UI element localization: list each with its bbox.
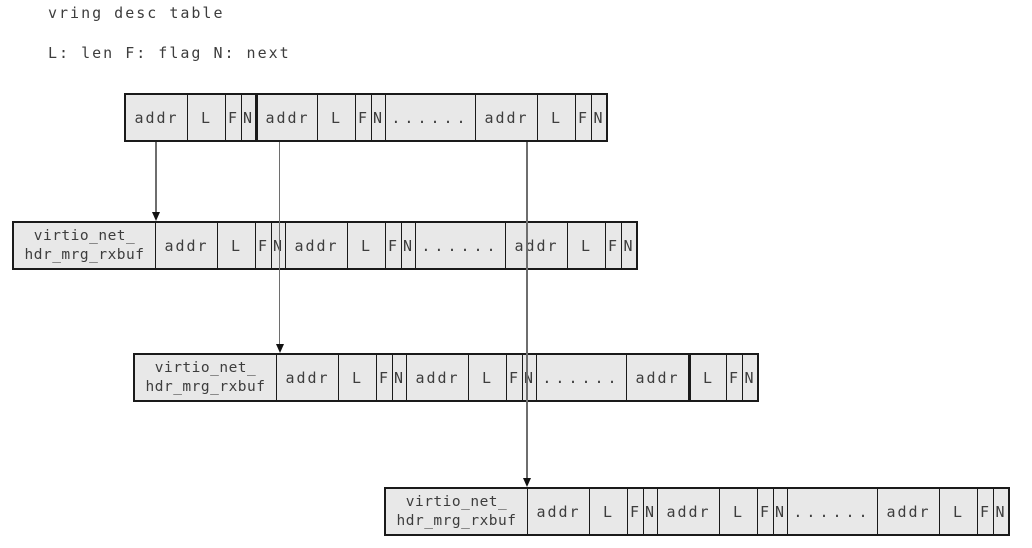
cell-flag: F bbox=[386, 223, 402, 268]
cell-addr: addr bbox=[286, 223, 348, 268]
cell-addr: addr bbox=[476, 95, 538, 140]
cell-next: N bbox=[272, 223, 286, 268]
buffer-label-line1: virtio_net_ bbox=[154, 359, 257, 376]
vring-desc-table-row: addr L F N addr L F N ...... addr L F N bbox=[124, 93, 608, 142]
cell-addr: addr bbox=[156, 223, 218, 268]
cell-len: L bbox=[689, 355, 727, 400]
cell-len: L bbox=[318, 95, 356, 140]
cell-next: N bbox=[744, 368, 756, 387]
buffer-label-line2: hdr_mrg_rxbuf bbox=[396, 512, 517, 529]
cell-ellipsis: ...... bbox=[537, 355, 627, 400]
buffer-label-line2: hdr_mrg_rxbuf bbox=[145, 378, 266, 395]
cell-flag: F bbox=[356, 95, 372, 140]
arrow-line bbox=[526, 142, 528, 481]
cell-next: N bbox=[995, 502, 1007, 521]
cell-addr: addr bbox=[407, 355, 469, 400]
cell-len: L bbox=[590, 489, 628, 534]
cell-next: N bbox=[242, 95, 256, 140]
cell-flag: F bbox=[377, 355, 393, 400]
cell-flag: F bbox=[978, 489, 994, 534]
buffer-label-line1: virtio_net_ bbox=[405, 493, 508, 510]
rx-buffer-row-3: virtio_net_ hdr_mrg_rxbuf addr L F N add… bbox=[384, 487, 1010, 536]
cell-flag: F bbox=[758, 489, 774, 534]
cell-addr: addr bbox=[506, 223, 568, 268]
cell-ellipsis: ...... bbox=[416, 223, 506, 268]
cell-len: L bbox=[188, 95, 226, 140]
arrow-head-icon bbox=[523, 478, 531, 487]
buffer-label-line2: hdr_mrg_rxbuf bbox=[24, 246, 145, 263]
cell-next: N bbox=[644, 489, 658, 534]
cell-len: L bbox=[720, 489, 758, 534]
cell-len: L bbox=[218, 223, 256, 268]
cell-len: L bbox=[339, 355, 377, 400]
rx-buffer-row-2: virtio_net_ hdr_mrg_rxbuf addr L F N add… bbox=[133, 353, 759, 402]
cell-ellipsis: ...... bbox=[386, 95, 476, 140]
diagram-title: vring desc table bbox=[48, 4, 225, 22]
cell-next: N bbox=[623, 236, 635, 255]
cell-next: N bbox=[523, 355, 537, 400]
cell-addr: addr bbox=[256, 95, 318, 140]
buffer-label: virtio_net_ hdr_mrg_rxbuf bbox=[135, 355, 277, 400]
cell-flag: F bbox=[507, 355, 523, 400]
cell-addr: addr bbox=[878, 489, 940, 534]
cell-flag: F bbox=[628, 489, 644, 534]
pointer-arrow-desc2-to-buffer2 bbox=[275, 142, 284, 353]
cell-next: N bbox=[593, 108, 605, 127]
cell-next: N bbox=[372, 95, 386, 140]
cell-len: L bbox=[348, 223, 386, 268]
cell-addr: addr bbox=[126, 95, 188, 140]
cell-next: N bbox=[774, 489, 788, 534]
cell-flag: F bbox=[727, 355, 743, 400]
cell-flag: F bbox=[606, 223, 622, 268]
cell-ellipsis: ...... bbox=[788, 489, 878, 534]
legend-text: L: len F: flag N: next bbox=[48, 44, 291, 62]
cell-addr: addr bbox=[658, 489, 720, 534]
cell-flag: F bbox=[256, 223, 272, 268]
cell-flag: F bbox=[226, 95, 242, 140]
arrow-line bbox=[155, 142, 157, 215]
cell-len: L bbox=[469, 355, 507, 400]
arrow-head-icon bbox=[152, 212, 160, 221]
arrow-line bbox=[278, 142, 281, 347]
cell-addr: addr bbox=[627, 355, 689, 400]
cell-next: N bbox=[402, 223, 416, 268]
cell-addr: addr bbox=[277, 355, 339, 400]
cell-len: L bbox=[568, 223, 606, 268]
buffer-label: virtio_net_ hdr_mrg_rxbuf bbox=[386, 489, 528, 534]
buffer-label-line1: virtio_net_ bbox=[33, 227, 136, 244]
pointer-arrow-desc3-to-buffer3 bbox=[523, 142, 532, 487]
cell-len: L bbox=[940, 489, 978, 534]
rx-buffer-row-1: virtio_net_ hdr_mrg_rxbuf addr L F N add… bbox=[12, 221, 638, 270]
pointer-arrow-desc1-to-buffer1 bbox=[152, 142, 161, 221]
cell-addr: addr bbox=[528, 489, 590, 534]
cell-flag: F bbox=[576, 95, 592, 140]
arrow-head-icon bbox=[275, 344, 284, 353]
buffer-label: virtio_net_ hdr_mrg_rxbuf bbox=[14, 223, 156, 268]
cell-len: L bbox=[538, 95, 576, 140]
cell-next: N bbox=[393, 355, 407, 400]
